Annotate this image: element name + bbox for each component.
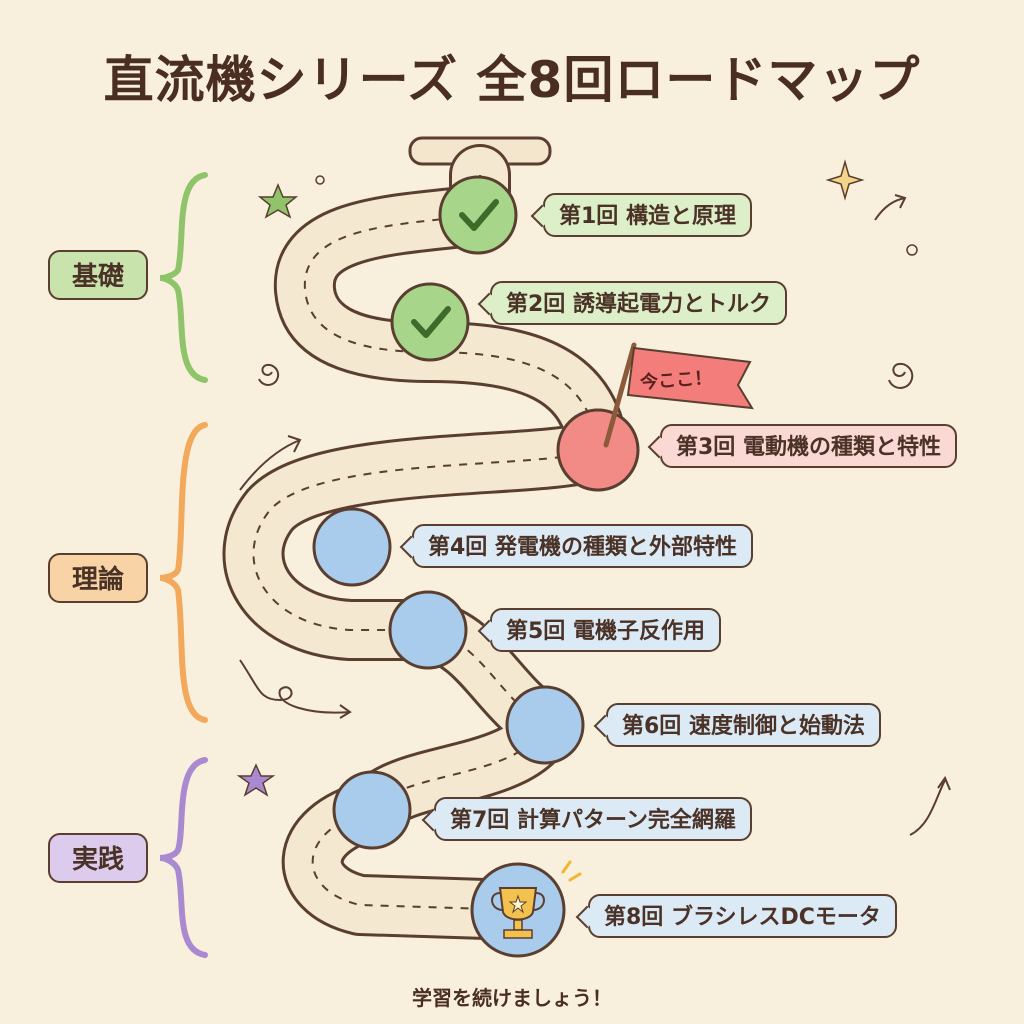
check-icon <box>459 199 499 231</box>
trophy-icon <box>491 887 545 939</box>
lesson-label-4[interactable]: 第4回 発電機の種類と外部特性 <box>412 524 753 568</box>
lesson-node-8[interactable] <box>470 860 582 958</box>
section-basics: 基礎 <box>48 250 148 300</box>
arrow-icon <box>239 659 352 719</box>
lesson-node-3[interactable] <box>556 408 640 492</box>
lesson-label-8[interactable]: 第8回 ブラシレスDCモータ <box>588 894 897 938</box>
lesson-node-1[interactable] <box>438 175 518 255</box>
arrow-icon <box>874 194 907 221</box>
star-icon <box>257 183 299 219</box>
lesson-node-6[interactable] <box>505 685 585 765</box>
section-theory: 理論 <box>48 553 148 603</box>
sparkle-icon <box>825 159 865 201</box>
arrow-icon <box>239 435 302 491</box>
check-icon <box>411 306 451 338</box>
flag-icon <box>603 342 754 448</box>
current-flag-label: 今ここ！ <box>639 367 713 394</box>
lesson-label-3[interactable]: 第3回 電動機の種類と特性 <box>660 424 957 468</box>
lesson-node-7[interactable] <box>332 770 412 850</box>
lesson-label-7[interactable]: 第7回 計算パターン完全網羅 <box>434 797 752 841</box>
lesson-label-1[interactable]: 第1回 構造と原理 <box>543 193 752 237</box>
footer-message: 学習を続けましょう！ <box>412 986 612 1010</box>
brace-theory <box>159 422 208 723</box>
lesson-label-2[interactable]: 第2回 誘導起電力とトルク <box>490 281 787 325</box>
lesson-label-6[interactable]: 第6回 速度制御と始動法 <box>606 703 881 747</box>
star-icon <box>236 763 276 797</box>
lesson-node-4[interactable] <box>312 507 392 587</box>
section-practice: 実践 <box>48 833 148 883</box>
lesson-label-5[interactable]: 第5回 電機子反作用 <box>490 608 721 652</box>
brace-practice <box>159 757 208 958</box>
page-title: 直流機シリーズ 全8回ロードマップ <box>103 51 921 109</box>
brace-basics <box>159 172 208 383</box>
lesson-node-5[interactable] <box>388 590 468 670</box>
lesson-node-2[interactable] <box>390 282 470 362</box>
arrow-icon <box>909 775 951 836</box>
swirl-icon <box>258 363 280 386</box>
swirl-icon <box>888 362 914 389</box>
